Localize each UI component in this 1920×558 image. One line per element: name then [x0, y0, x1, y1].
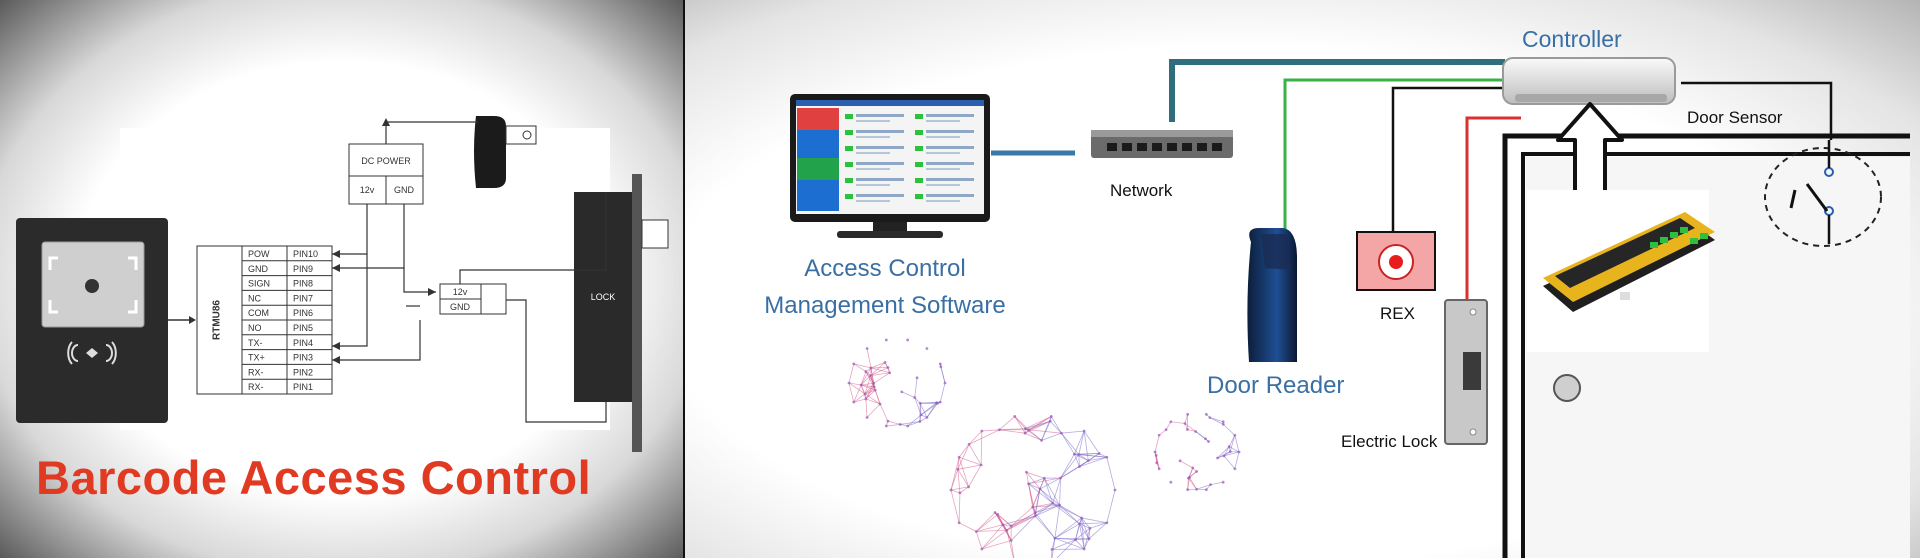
- pin-name: TX+: [248, 353, 265, 363]
- pin-name: RX-: [248, 367, 264, 377]
- pin-number: PIN4: [293, 338, 313, 348]
- module-label: RTMU86: [212, 300, 223, 340]
- pin-number: PIN6: [293, 308, 313, 318]
- software-label-line-2: Management Software: [764, 292, 1006, 319]
- power-adapter: [474, 116, 537, 188]
- pin-name: TX-: [248, 338, 263, 348]
- nfc-icon: [67, 341, 117, 365]
- door-sensor-label: Door Sensor: [1687, 108, 1783, 127]
- software-label-line-1: Access Control: [804, 255, 966, 282]
- pin-number: PIN3: [293, 353, 313, 363]
- dc-power-12v: 12v: [360, 185, 375, 195]
- control-board: [1527, 190, 1715, 352]
- rex-label: REX: [1380, 304, 1415, 323]
- system-cables: [991, 59, 1833, 318]
- pin-number: PIN9: [293, 264, 313, 274]
- dc-power-label: DC POWER: [361, 156, 411, 166]
- system-diagram: [790, 57, 1910, 558]
- pin-number: PIN5: [293, 323, 313, 333]
- pin-name: NC: [248, 293, 261, 303]
- door-reader-label: Door Reader: [1207, 372, 1345, 399]
- pin-number: PIN7: [293, 293, 313, 303]
- network-label: Network: [1110, 181, 1173, 200]
- pin-name: RX-: [248, 382, 264, 392]
- pin-number: PIN2: [293, 367, 313, 377]
- software-label: Access Control Management Software: [685, 250, 1085, 324]
- dc-power-gnd: GND: [394, 185, 415, 195]
- door-knob: [1553, 374, 1581, 402]
- lock-device: LOCK: [574, 174, 669, 452]
- pin-name: SIGN: [248, 279, 270, 289]
- controller-label: Controller: [1522, 26, 1622, 52]
- door-reader-device: [1247, 228, 1297, 362]
- electric-lock-device: [1444, 299, 1488, 445]
- electric-lock-label: Electric Lock: [1341, 432, 1438, 451]
- lock-terminal-12v: 12v: [453, 287, 468, 297]
- pin-number: PIN10: [293, 249, 318, 259]
- pin-number: PIN1: [293, 382, 313, 392]
- pin-name: POW: [248, 249, 270, 259]
- pin-name: GND: [248, 264, 269, 274]
- decorative-mesh-spheres: [847, 338, 1241, 558]
- rex-button: [1356, 231, 1436, 291]
- controller-device: [1502, 57, 1676, 105]
- lock-terminal-box: 12v GND: [439, 283, 507, 315]
- network-switch-device: [1091, 130, 1233, 158]
- lock-terminal-gnd: GND: [450, 302, 471, 312]
- panel-title: Barcode Access Control: [36, 451, 592, 504]
- pin-number: PIN8: [293, 279, 313, 289]
- panel-divider: [683, 0, 686, 558]
- monitor-device: [790, 94, 990, 238]
- door-sensor-switch: [1764, 140, 1882, 247]
- pin-name: NO: [248, 323, 262, 333]
- lock-label: LOCK: [591, 292, 616, 302]
- pin-name: COM: [248, 308, 269, 318]
- access-control-system-panel: Controller Door Sensor Network Access Co…: [685, 0, 1920, 558]
- dc-power-box: DC POWER 12v GND: [348, 143, 424, 205]
- barcode-reader-device: [16, 218, 168, 423]
